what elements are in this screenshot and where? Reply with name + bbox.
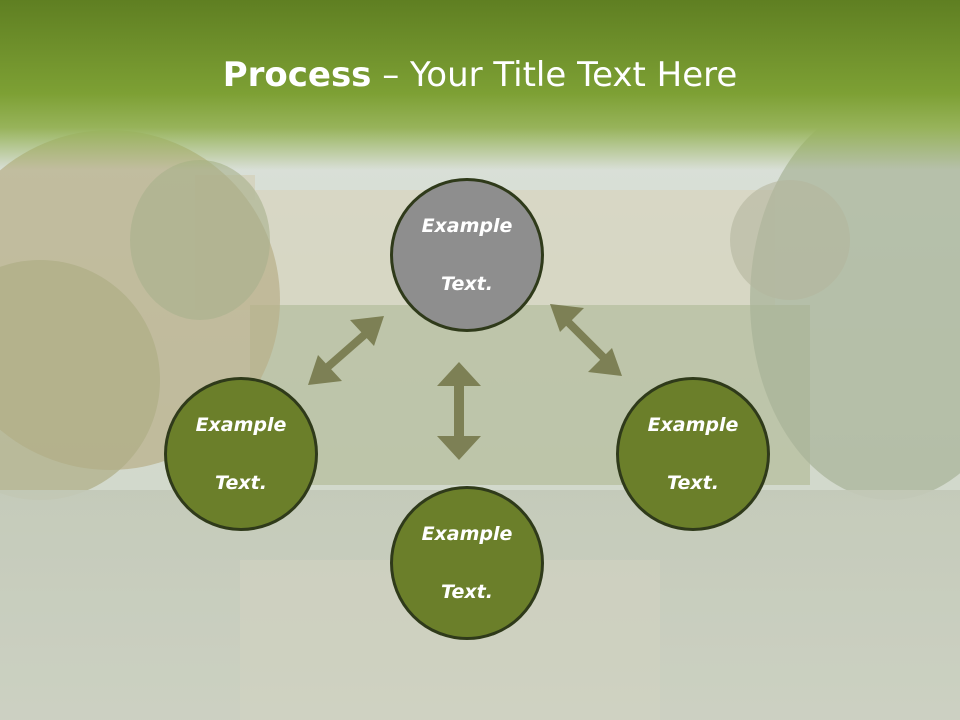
title-rest: – Your Title Text Here xyxy=(371,55,738,95)
node-right-line2: Text. xyxy=(667,471,719,494)
node-right-line1: Example xyxy=(647,413,739,436)
node-left-line1: Example xyxy=(195,413,287,436)
node-top-line1: Example xyxy=(421,214,513,237)
slide-title: Process – Your Title Text Here xyxy=(0,52,960,98)
arrow-top-right xyxy=(550,304,622,376)
arrow-top-left xyxy=(308,316,384,385)
node-bottom-line1: Example xyxy=(421,522,513,545)
node-bottom-line2: Text. xyxy=(441,580,493,603)
arrow-center-vertical xyxy=(437,362,481,460)
node-left-line2: Text. xyxy=(215,471,267,494)
node-top-line2: Text. xyxy=(441,272,493,295)
title-bar xyxy=(0,0,960,170)
title-bold: Process xyxy=(222,55,372,95)
